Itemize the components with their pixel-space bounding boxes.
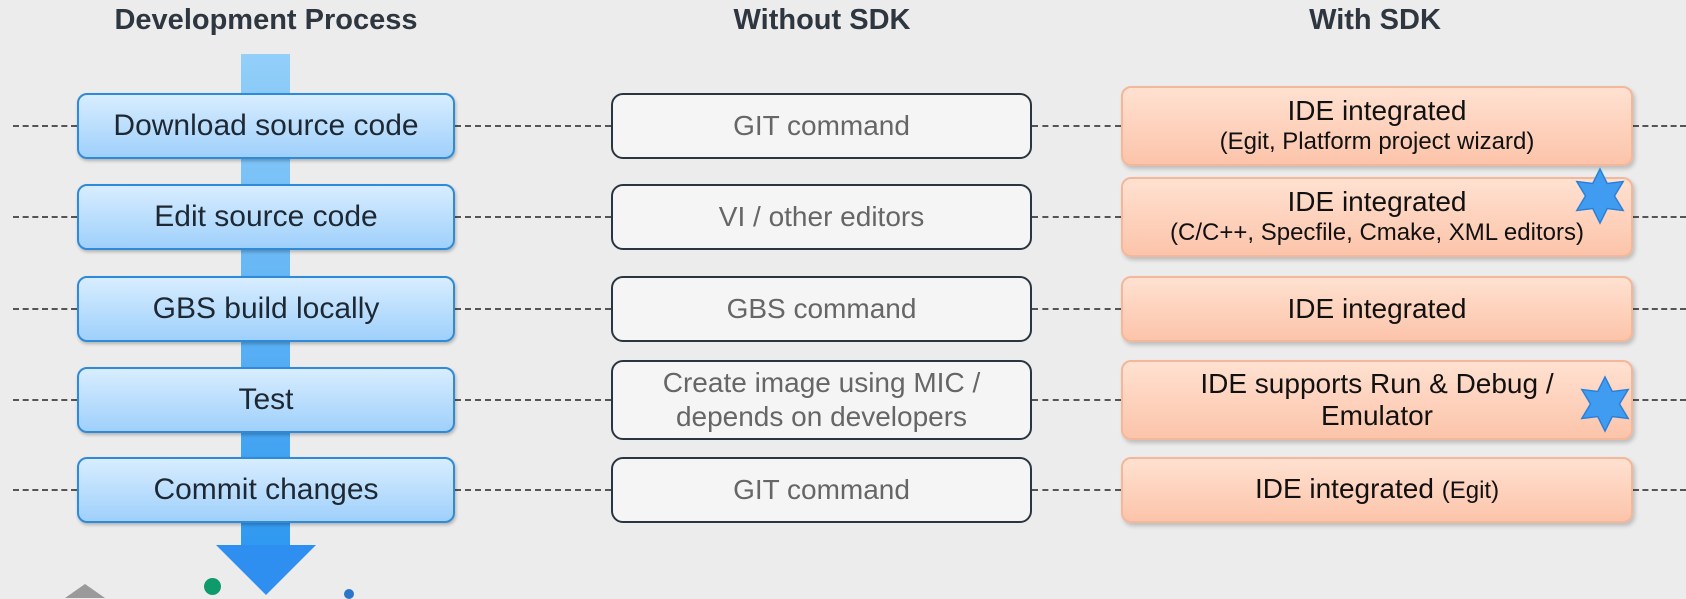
row-connector-dash: [1633, 399, 1686, 401]
with-sdk-main-text: IDE integrated: [1288, 293, 1467, 325]
star-icon: [1580, 375, 1630, 433]
row-connector-dash: [13, 308, 77, 310]
without-sdk-box: VI / other editors: [611, 184, 1032, 250]
with-sdk-inline-note: (Egit): [1441, 477, 1500, 504]
with-sdk-main-text: IDE supports Run & Debug /: [1200, 368, 1553, 400]
with-sdk-main-label: IDE integrated: [1254, 473, 1434, 504]
process-step-box: Commit changes: [77, 457, 455, 523]
row-connector-dash: [1633, 125, 1686, 127]
with-sdk-main-text: IDE integrated: [1288, 95, 1467, 127]
decorative-corner-shape: [65, 584, 105, 598]
process-step-box: Edit source code: [77, 184, 455, 250]
process-step-label: Edit source code: [154, 200, 378, 233]
without-sdk-line: Create image using MIC /: [662, 367, 981, 398]
process-step-box: Download source code: [77, 93, 455, 159]
without-sdk-line: GIT command: [733, 110, 910, 141]
process-step-label: GBS build locally: [152, 292, 380, 325]
without-sdk-line: GIT command: [733, 474, 910, 505]
row-connector-dash: [13, 399, 77, 401]
without-sdk-line: GBS command: [726, 293, 917, 324]
with-sdk-main-label: IDE integrated: [1287, 186, 1467, 217]
without-sdk-line: VI / other editors: [718, 201, 925, 232]
process-step-label: Test: [238, 383, 294, 416]
row-connector-dash: [1032, 399, 1121, 401]
row-connector-dash: [1032, 125, 1121, 127]
row-connector-dash: [1633, 489, 1686, 491]
process-step-label: Commit changes: [153, 473, 379, 506]
header-with-sdk: With SDK: [1309, 4, 1441, 36]
process-step-box: GBS build locally: [77, 276, 455, 342]
with-sdk-main-label: IDE integrated: [1287, 293, 1467, 324]
row-connector-dash: [13, 489, 77, 491]
process-step-box: Test: [77, 367, 455, 433]
down-arrow-icon: [216, 545, 316, 595]
decorative-dot-green: [204, 578, 221, 595]
header-development-process: Development Process: [114, 4, 418, 36]
row-connector-dash: [1633, 308, 1686, 310]
row-connector-dash: [455, 216, 611, 218]
with-sdk-main-text: IDE integrated: [1288, 186, 1467, 218]
decorative-dot-blue: [344, 589, 354, 599]
without-sdk-box: GIT command: [611, 93, 1032, 159]
header-without-sdk: Without SDK: [733, 4, 911, 36]
with-sdk-box: IDE supports Run & Debug /Emulator: [1121, 360, 1633, 440]
with-sdk-sub-text: (Egit, Platform project wizard): [1219, 128, 1535, 155]
with-sdk-main-text: IDE integrated (Egit): [1255, 473, 1499, 507]
without-sdk-box: Create image using MIC /depends on devel…: [611, 360, 1032, 440]
with-sdk-main-label: IDE integrated: [1287, 95, 1467, 126]
with-sdk-sub-text: Emulator: [1320, 400, 1434, 431]
star-icon: [1575, 167, 1625, 225]
with-sdk-box: IDE integrated(Egit, Platform project wi…: [1121, 86, 1633, 166]
row-connector-dash: [1633, 216, 1686, 218]
row-connector-dash: [13, 216, 77, 218]
row-connector-dash: [1032, 489, 1121, 491]
row-connector-dash: [455, 308, 611, 310]
row-connector-dash: [1032, 308, 1121, 310]
row-connector-dash: [455, 125, 611, 127]
with-sdk-box: IDE integrated (Egit): [1121, 457, 1633, 523]
with-sdk-sub-text: (C/C++, Specfile, Cmake, XML editors): [1170, 219, 1584, 246]
without-sdk-box: GIT command: [611, 457, 1032, 523]
row-connector-dash: [455, 489, 611, 491]
with-sdk-box: IDE integrated: [1121, 276, 1633, 342]
with-sdk-main-label: IDE supports Run & Debug /: [1200, 368, 1554, 399]
without-sdk-box: GBS command: [611, 276, 1032, 342]
without-sdk-line: depends on developers: [675, 401, 968, 432]
row-connector-dash: [1032, 216, 1121, 218]
process-step-label: Download source code: [113, 109, 419, 142]
row-connector-dash: [455, 399, 611, 401]
row-connector-dash: [13, 125, 77, 127]
with-sdk-box: IDE integrated(C/C++, Specfile, Cmake, X…: [1121, 177, 1633, 257]
